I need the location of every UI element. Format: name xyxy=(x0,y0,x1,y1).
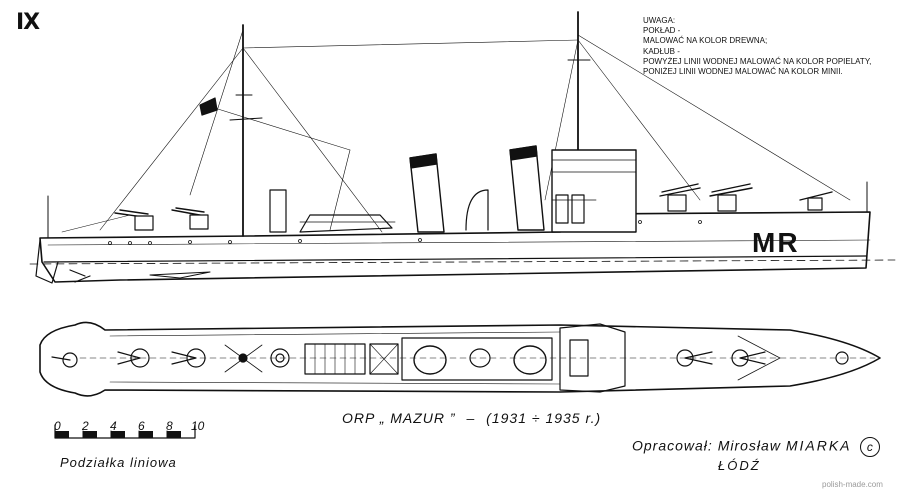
author-prefix: Opracował: xyxy=(632,437,713,454)
scale-bar xyxy=(54,424,196,439)
note-line: KADŁUB - xyxy=(643,46,680,56)
note-line: UWAGA: xyxy=(643,16,676,25)
copyright-icon: c xyxy=(860,437,881,457)
note-line: PONIŻEJ LINII WODNEJ MALOWAĆ NA KOLOR MI… xyxy=(643,67,843,77)
painting-notes: UWAGA: POKŁAD - MALOWAĆ NA KOLOR DREWNA;… xyxy=(643,16,871,77)
note-line: POWYŻEJ LINII WODNEJ MALOWAĆ NA KOLOR PO… xyxy=(643,56,872,66)
deck-plan xyxy=(39,321,881,397)
drawing-title: ORP „ MAZUR ” – (1931 ÷ 1935 r.) xyxy=(342,410,607,426)
author-first-name: Mirosław xyxy=(717,437,781,454)
plate-number: IX xyxy=(16,10,40,35)
author-last-name: MIARKA xyxy=(785,437,852,454)
note-line: POKŁAD - xyxy=(643,26,681,36)
scale-number: 8 xyxy=(166,419,173,433)
watermark: polish-made.com xyxy=(822,480,883,489)
side-profile xyxy=(29,11,896,284)
ship-name: ORP „ MAZUR ” xyxy=(342,410,456,426)
author-credit: Opracował: Mirosław MIARKA c xyxy=(632,437,881,457)
scale-number: 0 xyxy=(54,419,61,433)
scale-number: 2 xyxy=(82,419,89,433)
scale-number: 10 xyxy=(191,419,205,433)
author-city: ŁÓDŹ xyxy=(718,458,761,473)
scale-number: 4 xyxy=(110,419,117,433)
hull-marking: MR xyxy=(752,227,800,258)
service-years: (1931 ÷ 1935 r.) xyxy=(486,410,602,426)
note-line: MALOWAĆ NA KOLOR DREWNA; xyxy=(643,36,768,46)
title-dash: – xyxy=(466,410,476,426)
scale-number: 6 xyxy=(138,419,145,433)
scale-caption: Podziałka liniowa xyxy=(60,455,177,470)
